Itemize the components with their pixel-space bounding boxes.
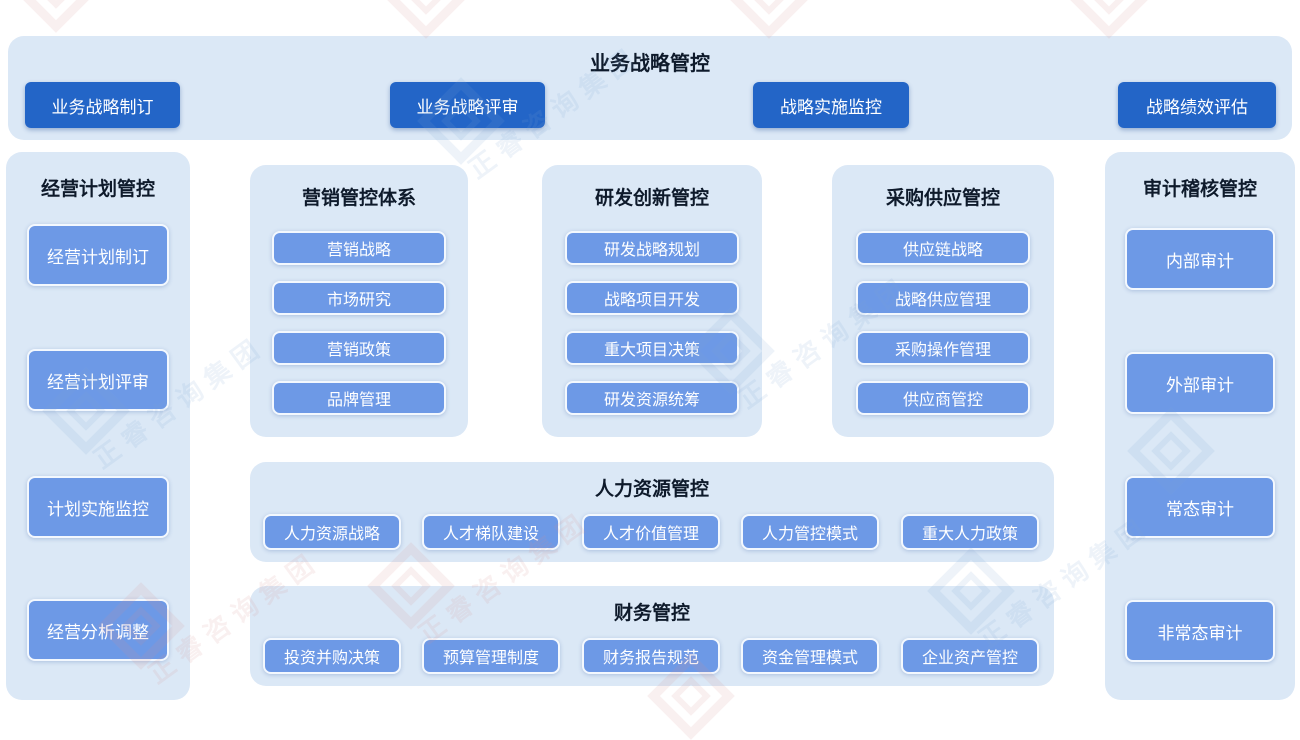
box-hr-control-model: 人力管控模式 <box>741 514 879 550</box>
box-talent-value-management: 人才价值管理 <box>582 514 720 550</box>
box-strategic-project-development: 战略项目开发 <box>565 281 739 315</box>
box-capital-management-model: 资金管理模式 <box>741 638 879 674</box>
box-plan-implementation-monitoring: 计划实施监控 <box>27 476 169 538</box>
panel-audit-title: 审计稽核管控 <box>1142 179 1257 200</box>
panel-rnd: 研发创新管控 研发战略规划 战略项目开发 重大项目决策 研发资源统筹 <box>542 165 762 437</box>
panel-marketing: 营销管控体系 营销战略 市场研究 营销政策 品牌管理 <box>250 165 468 437</box>
panel-hr-title: 人力资源管控 <box>594 479 709 500</box>
box-operating-analysis-adjustment: 经营分析调整 <box>27 599 169 661</box>
panel-operating-plan: 经营计划管控 经营计划制订 经营计划评审 计划实施监控 经营分析调整 <box>6 152 190 700</box>
box-plan-review: 经营计划评审 <box>27 349 169 411</box>
box-strategy-performance-evaluation: 战略绩效评估 <box>1118 82 1276 128</box>
watermark-logo <box>725 0 813 39</box>
box-strategy-formulation: 业务战略制订 <box>25 82 180 128</box>
watermark-logo <box>12 0 100 33</box>
panel-finance-title: 财务管控 <box>613 603 690 624</box>
box-routine-audit: 常态审计 <box>1125 476 1275 538</box>
panel-operating-plan-title: 经营计划管控 <box>40 179 155 200</box>
box-financial-reporting-standards: 财务报告规范 <box>582 638 720 674</box>
box-talent-pipeline: 人才梯队建设 <box>422 514 560 550</box>
box-brand-management: 品牌管理 <box>272 381 446 415</box>
panel-business-strategy: 业务战略管控 业务战略制订 业务战略评审 战略实施监控 战略绩效评估 <box>8 36 1292 140</box>
box-supply-chain-strategy: 供应链战略 <box>856 231 1030 265</box>
box-major-hr-policy: 重大人力政策 <box>901 514 1039 550</box>
panel-finance: 财务管控 投资并购决策 预算管理制度 财务报告规范 资金管理模式 企业资产管控 <box>250 586 1054 686</box>
box-non-routine-audit: 非常态审计 <box>1125 600 1275 662</box>
box-internal-audit: 内部审计 <box>1125 228 1275 290</box>
panel-hr: 人力资源管控 人力资源战略 人才梯队建设 人才价值管理 人力管控模式 重大人力政… <box>250 462 1054 562</box>
box-market-research: 市场研究 <box>272 281 446 315</box>
box-budget-management-system: 预算管理制度 <box>422 638 560 674</box>
box-investment-ma-decision: 投资并购决策 <box>263 638 401 674</box>
box-external-audit: 外部审计 <box>1125 352 1275 414</box>
watermark-logo <box>1065 0 1153 39</box>
panel-procurement-title: 采购供应管控 <box>885 188 1000 209</box>
box-marketing-policy: 营销政策 <box>272 331 446 365</box>
panel-rnd-title: 研发创新管控 <box>594 188 709 209</box>
panel-marketing-title: 营销管控体系 <box>301 188 416 209</box>
box-rnd-resource-coordination: 研发资源统筹 <box>565 381 739 415</box>
panel-business-strategy-title: 业务战略管控 <box>590 53 710 75</box>
box-enterprise-asset-control: 企业资产管控 <box>901 638 1039 674</box>
box-plan-formulation: 经营计划制订 <box>27 224 169 286</box>
panel-procurement: 采购供应管控 供应链战略 战略供应管理 采购操作管理 供应商管控 <box>832 165 1054 437</box>
box-strategy-review: 业务战略评审 <box>390 82 545 128</box>
watermark-logo <box>382 0 470 39</box>
box-rnd-strategy-planning: 研发战略规划 <box>565 231 739 265</box>
box-marketing-strategy: 营销战略 <box>272 231 446 265</box>
box-strategic-supply-management: 战略供应管理 <box>856 281 1030 315</box>
box-major-project-decision: 重大项目决策 <box>565 331 739 365</box>
box-procurement-operation-management: 采购操作管理 <box>856 331 1030 365</box>
box-strategy-implementation-monitoring: 战略实施监控 <box>753 82 909 128</box>
box-hr-strategy: 人力资源战略 <box>263 514 401 550</box>
panel-audit: 审计稽核管控 内部审计 外部审计 常态审计 非常态审计 <box>1105 152 1295 700</box>
box-supplier-control: 供应商管控 <box>856 381 1030 415</box>
